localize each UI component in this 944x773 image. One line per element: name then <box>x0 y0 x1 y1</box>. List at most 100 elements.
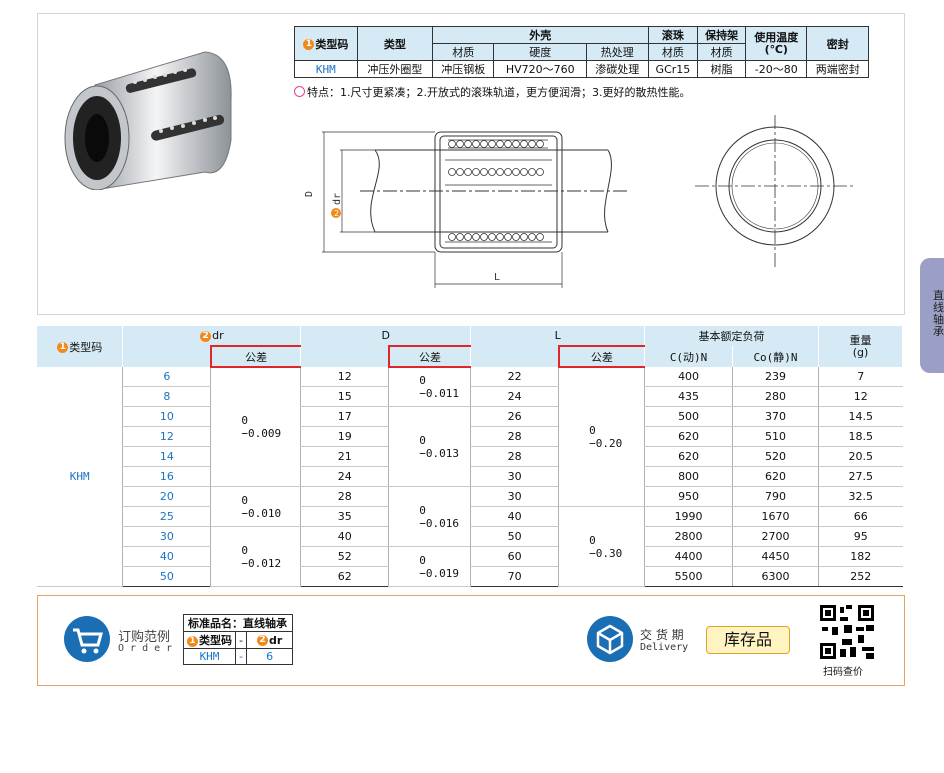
l-value: 24 <box>470 386 559 407</box>
dr-value-link[interactable]: 16 <box>122 466 211 487</box>
spec-ball-material-value: GCr15 <box>647 60 699 78</box>
dr-tolerance-cell: 0−0.009 <box>210 367 301 487</box>
col-c: C(动)N <box>644 346 734 367</box>
spec-type-value: 冲压外圈型 <box>356 60 433 78</box>
order-label-en: O r d e r <box>118 643 173 654</box>
l-value: 26 <box>470 406 559 427</box>
l-value: 30 <box>470 466 559 487</box>
delivery-label-cn: 交 货 期 <box>640 628 684 642</box>
col-co: Co(静)N <box>732 346 819 367</box>
weight-value: 32.5 <box>817 486 903 507</box>
qr-code-icon[interactable] <box>818 603 878 661</box>
co-value: 239 <box>732 367 819 387</box>
c-value: 400 <box>644 367 733 387</box>
co-value: 6300 <box>732 566 819 587</box>
spec-seal-header: 密封 <box>806 26 869 61</box>
col-d-tolerance: 公差 <box>387 345 472 368</box>
d-value: 35 <box>300 506 389 527</box>
number-1-icon: 1 <box>303 39 315 50</box>
d-value: 28 <box>300 486 389 507</box>
l-tolerance-cell: 0−0.30 <box>558 506 645 587</box>
col-d: D <box>300 326 472 346</box>
l-value: 60 <box>470 546 559 567</box>
l-tolerance-cell: 0−0.20 <box>558 367 645 507</box>
features-text: 特点：1.尺寸更紧凑；2.开放式的滚珠轨道，更方便润滑；3.更好的散热性能。 <box>294 84 690 100</box>
order-example-panel <box>37 595 905 686</box>
weight-value: 27.5 <box>817 466 903 487</box>
c-value: 5500 <box>644 566 733 587</box>
dr-tolerance-cell: 0−0.010 <box>210 486 301 527</box>
dr-value-link[interactable]: 30 <box>122 526 211 547</box>
d-value: 12 <box>300 367 389 387</box>
weight-value: 14.5 <box>817 406 903 427</box>
spec-heat-value: 渗碳处理 <box>586 60 649 78</box>
spec-type-code-link[interactable]: KHM <box>294 60 358 78</box>
d-value: 52 <box>300 546 389 567</box>
dr-value-link[interactable]: 6 <box>122 367 211 387</box>
l-value: 28 <box>470 426 559 447</box>
spec-heat-header: 热处理 <box>586 43 649 61</box>
d-tolerance-cell: 0−0.011 <box>388 367 471 407</box>
label-d: D <box>304 191 315 197</box>
l-value: 40 <box>470 506 559 527</box>
co-value: 1670 <box>732 506 819 527</box>
weight-value: 12 <box>817 386 903 407</box>
weight-value: 95 <box>817 526 903 547</box>
spec-hardness-header: 硬度 <box>493 43 588 61</box>
co-value: 520 <box>732 446 819 467</box>
label-dr: dr <box>332 193 343 205</box>
l-value: 30 <box>470 486 559 507</box>
spec-temp-header: 使用温度(℃) <box>745 26 808 61</box>
spec-temp-value: -20～80 <box>745 60 808 78</box>
dr-value-link[interactable]: 8 <box>122 386 211 407</box>
c-value: 1990 <box>644 506 733 527</box>
dr-value-link[interactable]: 12 <box>122 426 211 447</box>
bearing-drawing: D dr L 2 <box>304 115 855 288</box>
d-tolerance-cell: 0−0.016 <box>388 486 471 547</box>
c-value: 620 <box>644 446 733 467</box>
d-tolerance-cell: 0−0.013 <box>388 406 471 487</box>
l-value: 50 <box>470 526 559 547</box>
order-label-cn: 订购范例 <box>118 630 171 645</box>
col-weight: 重量(g) <box>818 326 904 367</box>
number-2-icon: 2 <box>334 209 339 218</box>
d-tolerance-cell: 0−0.019 <box>388 546 471 587</box>
dr-value-link[interactable]: 50 <box>122 566 211 587</box>
weight-value: 182 <box>817 546 903 567</box>
spec-material-header: 材质 <box>431 43 495 61</box>
dr-value-link[interactable]: 25 <box>122 506 211 527</box>
spec-ball-material-header: 材质 <box>647 43 699 61</box>
spec-retainer-material-value: 树脂 <box>697 60 747 78</box>
spec-retainer-header: 保持架 <box>697 26 747 44</box>
spec-housing-header: 外壳 <box>431 26 649 44</box>
weight-value: 66 <box>817 506 903 527</box>
col-dr-tolerance: 公差 <box>209 345 302 368</box>
weight-value: 7 <box>817 367 903 387</box>
d-value: 62 <box>300 566 389 587</box>
order-val-dash: - <box>235 648 247 665</box>
dr-value-link[interactable]: 20 <box>122 486 211 507</box>
c-value: 800 <box>644 466 733 487</box>
dr-tolerance-cell: 0−0.012 <box>210 526 301 587</box>
col-load: 基本额定负荷 <box>644 326 819 346</box>
spec-hardness-value: HV720～760 <box>493 60 588 78</box>
dr-value-link[interactable]: 10 <box>122 406 211 427</box>
order-std-name: 标准品名：直线轴承 <box>182 614 294 632</box>
dr-value-link[interactable]: 14 <box>122 446 211 467</box>
delivery-box-icon <box>587 616 633 662</box>
co-value: 370 <box>732 406 819 427</box>
side-tab-label: 直线轴承 <box>933 289 944 338</box>
dr-value-link[interactable]: 40 <box>122 546 211 567</box>
category-side-tab[interactable]: 直线轴承 <box>920 258 944 373</box>
